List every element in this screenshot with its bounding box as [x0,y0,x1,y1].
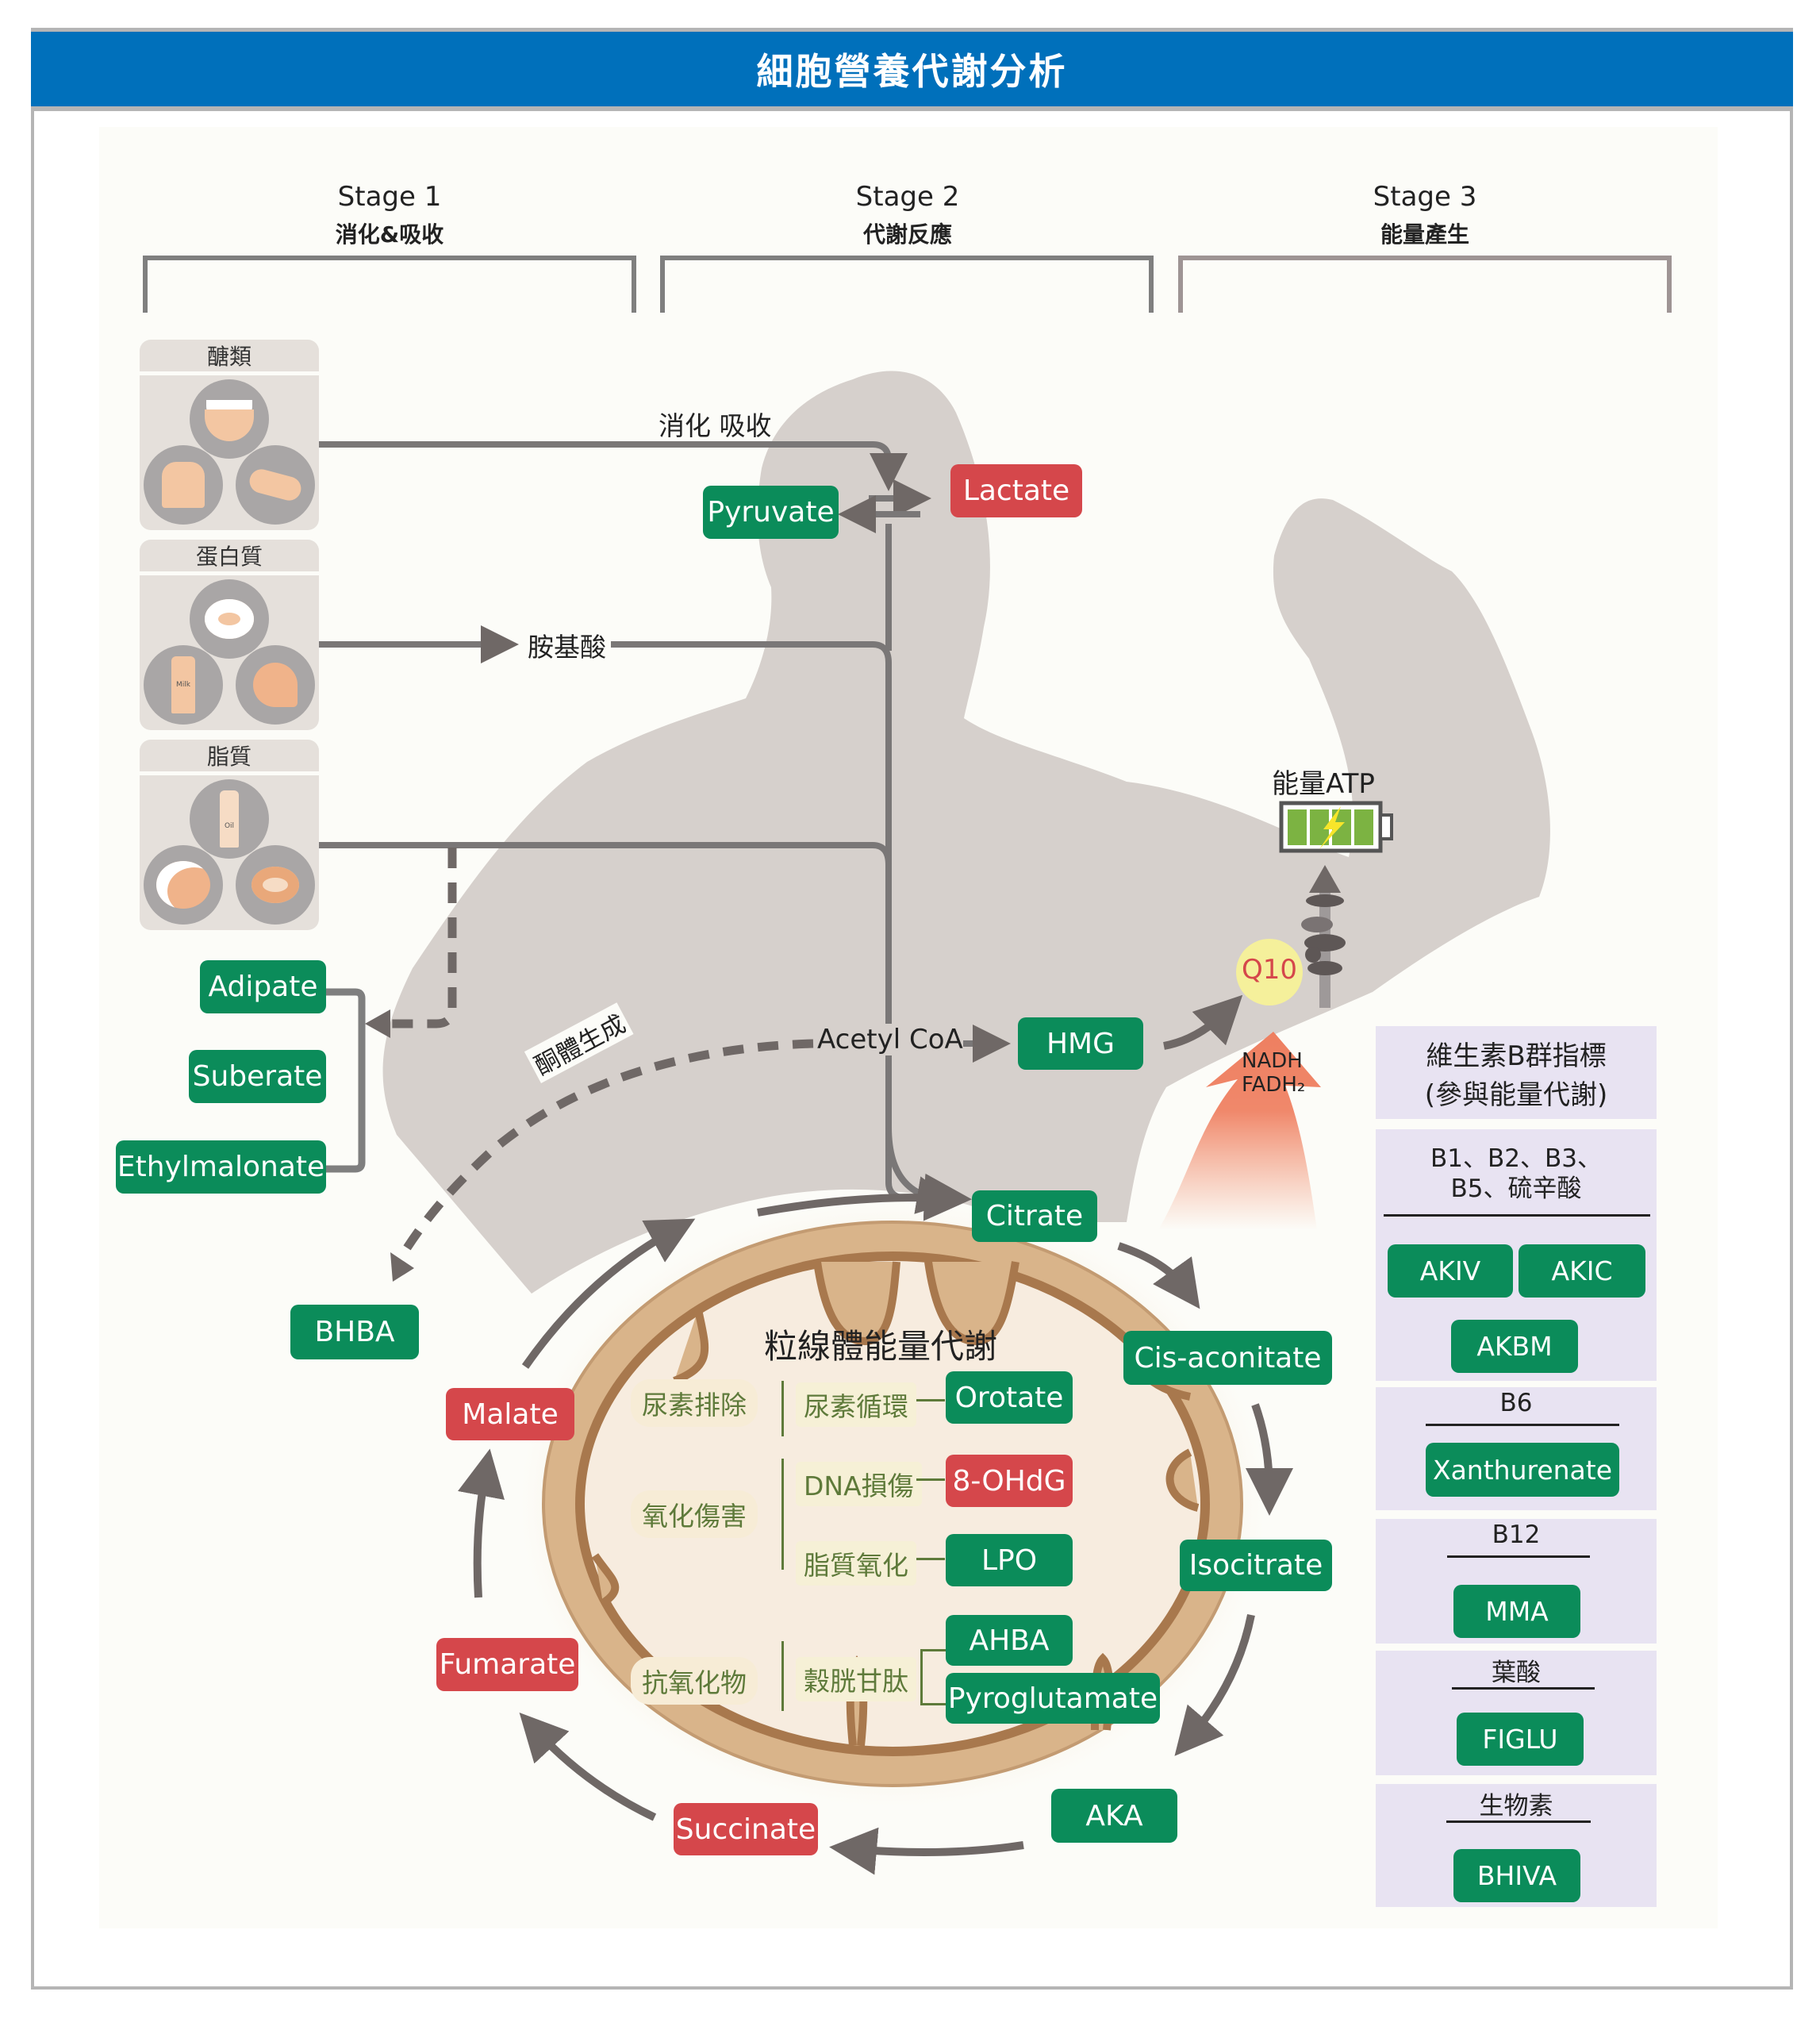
marker-ethylmalonate[interactable]: Ethylmalonate [116,1140,326,1194]
marker-pyroglutamate[interactable]: Pyroglutamate [946,1673,1160,1724]
coconut-icon [144,845,223,925]
marker-pyruvate[interactable]: Pyruvate [703,486,839,539]
connector [916,1558,945,1560]
amino-acid-label: 胺基酸 [526,626,608,664]
fadh2-label: FADH₂ [1242,1073,1306,1097]
marker-citrate[interactable]: Citrate [972,1190,1097,1242]
avocado-icon [236,845,315,925]
vitamin-section-folate: 葉酸 FIGLU [1376,1651,1657,1775]
q10-circle [1236,939,1303,1005]
food-group-label: 脂質 [140,740,319,775]
lightning-icon [1319,806,1345,849]
arrowhead-to-bhba [390,1252,414,1282]
divider [781,1459,784,1570]
vitamin-section-b-complex: B1、B2、B3、 B5、硫辛酸 AKIV AKIC AKBM [1376,1129,1657,1381]
stage-3-bracket [1178,256,1672,313]
marker-malate[interactable]: Malate [446,1388,574,1440]
vitamin-section-b6: B6 Xanthurenate [1376,1387,1657,1510]
marker-cis-aconitate[interactable]: Cis-aconitate [1123,1331,1332,1385]
connector [916,1399,945,1401]
stage-1-bracket [143,256,636,313]
food-group-protein: 蛋白質 Milk [140,540,319,730]
marker-lpo[interactable]: LPO [946,1534,1073,1586]
acetyl-coa-label: Acetyl CoA [817,1024,963,1055]
marker-akbm[interactable]: AKBM [1451,1320,1578,1373]
digest-absorb-label: 消化 吸收 [659,410,772,441]
food-group-label: 醣類 [140,340,319,375]
marker-figlu[interactable]: FIGLU [1457,1713,1584,1766]
divider [1452,1687,1595,1690]
vitamin-panel-title: 維生素B群指標 (參與能量代謝) [1376,1026,1657,1119]
mito-category-oxidative-damage: 氧化傷害 [631,1490,758,1538]
marker-hmg[interactable]: HMG [1018,1017,1143,1070]
divider [781,1381,784,1436]
vitamin-section-b12: B12 MMA [1376,1519,1657,1644]
energy-atp-label: 能量ATP [1272,768,1375,800]
divider [1426,1424,1619,1426]
vitamin-panel-title-line1: 維生素B群指標 [1426,1040,1607,1072]
tca-cycle-arrows [458,1173,1293,1875]
marker-lactate[interactable]: Lactate [950,464,1082,517]
marker-fumarate[interactable]: Fumarate [436,1638,578,1691]
banana-icon [236,445,315,525]
marker-8-ohdg[interactable]: 8-OHdG [946,1455,1073,1507]
electron-transport-chain-icon [1301,865,1346,1008]
fatty-acid-bracket [326,988,366,1173]
rice-bowl-icon [190,379,269,459]
stage-3-label: Stage 3 能量產生 [1373,181,1477,248]
page-title: 細胞營養代謝分析 [756,50,1068,93]
dashed-fat-pathway [385,848,814,1260]
marker-bhba[interactable]: BHBA [290,1305,419,1359]
divider [1446,1820,1591,1823]
marker-akiv[interactable]: AKIV [1388,1244,1513,1298]
mito-sub-dna-damage: DNA損傷 [796,1462,922,1506]
marker-adipate[interactable]: Adipate [200,960,326,1013]
divider [1384,1214,1650,1217]
connector [920,1703,946,1705]
pyruvate-lactate-equilibrium [838,479,931,533]
marker-succinate[interactable]: Succinate [674,1803,818,1855]
food-group-carbs: 醣類 [140,340,319,530]
connector [920,1649,946,1651]
vitamin-section-biotin: 生物素 BHIVA [1376,1784,1657,1907]
marker-bhiva[interactable]: BHIVA [1453,1849,1580,1902]
battery-icon [1279,801,1393,853]
mito-title: 粒線體能量代謝 [764,1327,998,1366]
marker-suberate[interactable]: Suberate [189,1050,326,1103]
mito-sub-lipid-oxidation: 脂質氧化 [796,1541,916,1586]
hmg-to-q10-arrow [1163,994,1243,1050]
egg-icon [190,579,269,659]
marker-aka[interactable]: AKA [1051,1789,1177,1843]
milk-icon: Milk [144,645,223,725]
mito-sub-urea-cycle: 尿素循環 [796,1382,916,1427]
connector [916,1478,945,1481]
food-group-fat: 脂質 Oil [140,740,319,930]
connector [920,1649,923,1705]
marker-isocitrate[interactable]: Isocitrate [1180,1540,1332,1591]
mito-category-antioxidants: 抗氧化物 [631,1657,758,1705]
stage-1-label: Stage 1 消化&吸收 [335,181,444,248]
page-header: 細胞營養代謝分析 [31,28,1793,111]
vitamin-panel-title-line2: (參與能量代謝) [1424,1079,1608,1111]
nadh-fadh2-arrow [1158,1032,1321,1230]
stage-2-label: Stage 2 代謝反應 [855,181,960,248]
marker-ahba[interactable]: AHBA [946,1615,1073,1666]
nadh-label: NADH [1242,1049,1303,1073]
divider [781,1641,784,1711]
mito-sub-glutathione: 穀胱甘肽 [796,1657,916,1701]
food-group-label: 蛋白質 [140,540,319,575]
divider [1447,1555,1590,1558]
stage-2-bracket [660,256,1154,313]
marker-akic[interactable]: AKIC [1519,1244,1645,1298]
oil-bottle-icon: Oil [190,779,269,859]
arrowhead-to-fatty-acids [365,1009,390,1038]
salmon-icon [236,645,315,725]
q10-label: Q10 [1242,954,1298,986]
mito-category-urea-removal: 尿素排除 [631,1379,758,1427]
marker-mma[interactable]: MMA [1453,1585,1580,1638]
bread-icon [144,445,223,525]
marker-orotate[interactable]: Orotate [946,1371,1073,1424]
marker-xanthurenate[interactable]: Xanthurenate [1426,1443,1619,1497]
